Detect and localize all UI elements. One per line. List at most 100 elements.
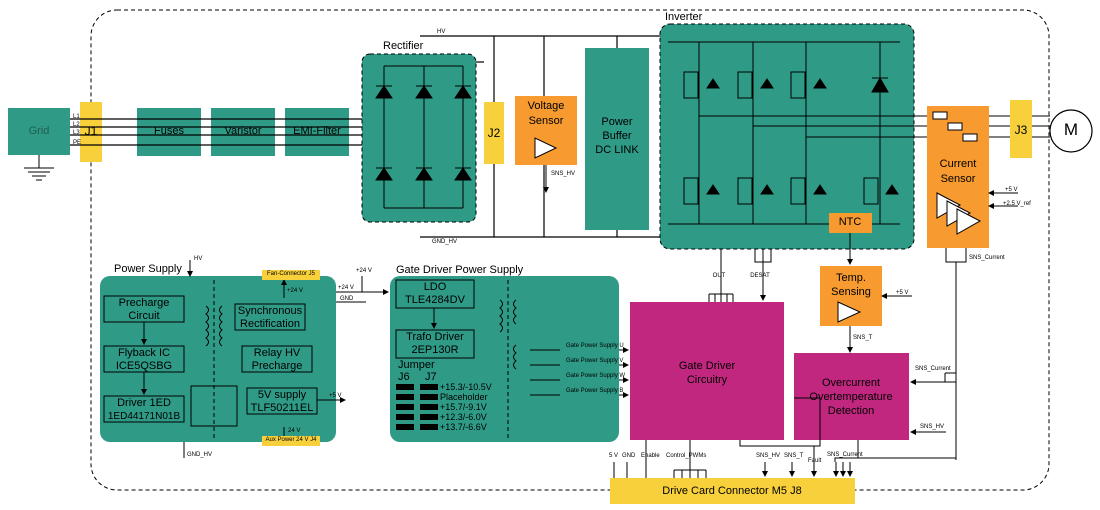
- precharge-line1: Precharge: [118, 297, 170, 309]
- drive-card-label: Drive Card Connector M5 J8: [662, 485, 802, 497]
- out-label: OUT: [712, 273, 726, 279]
- overcurrent-inputs: [910, 372, 956, 435]
- voltage-sensor-line1: Voltage: [527, 100, 565, 112]
- ps-hv-label: HV: [194, 256, 203, 262]
- power-supply-arrows: [183, 260, 389, 458]
- temp-sensing-line2: Sensing: [831, 286, 871, 298]
- voltage-sensor-amp: [534, 137, 558, 159]
- varistor-label: Varistor: [224, 125, 262, 137]
- current-sensor-shunts: [932, 111, 978, 142]
- aux-power-connector: [262, 436, 320, 446]
- grid-block: [8, 108, 70, 155]
- oc-sns-current-label: SNS_Current: [915, 366, 951, 372]
- power-supply-block: [100, 276, 336, 442]
- conn-gnd-label: GND: [622, 453, 636, 459]
- j1-label: J1: [84, 124, 98, 138]
- ntc-block: [829, 213, 872, 233]
- power-buffer-block: [585, 48, 649, 230]
- voltage-sensor-line2: Sensor: [528, 115, 564, 127]
- power-buffer-line1: Power: [601, 116, 633, 128]
- precharge-line2: Circuit: [128, 310, 160, 322]
- oc-sns-hv-label: SNS_HV: [920, 424, 945, 430]
- cs-ref-label: +2.5 V_ref: [1003, 201, 1031, 207]
- fan-24v-label: +24 V: [287, 288, 303, 294]
- emi-filter-label: EMI-Filter: [293, 125, 341, 137]
- j1-connector: [80, 102, 102, 162]
- ps-gnd-hv-label: GND_HV: [187, 452, 213, 458]
- fan-connector: [262, 270, 320, 280]
- five-v-line1: 5V supply: [257, 389, 307, 401]
- gps-v-label: Gate Power Supply V: [566, 358, 624, 364]
- enable-label: Enable: [641, 453, 660, 459]
- j2-label: J2: [487, 126, 501, 140]
- aux-power-label: Aux Power 24 V J4: [265, 437, 317, 443]
- fuses-label: Fuses: [154, 125, 184, 137]
- pe-label: PE: [73, 140, 82, 146]
- gate-driver-power-inner: [395, 279, 560, 440]
- trafo-line1: Trafo Driver: [406, 331, 464, 343]
- gate-driver-line2: Circuitry: [686, 374, 728, 386]
- cs-5v-label: +5 V: [1005, 187, 1018, 193]
- sync-rect-line2: Rectification: [240, 318, 300, 330]
- aux-24v-label: 24 V: [288, 428, 301, 434]
- temp-5v-label: +5 V: [896, 290, 909, 296]
- ps-out-gnd-label: GND: [340, 296, 354, 302]
- j6-label: J6: [398, 371, 410, 383]
- j7-label: J7: [425, 371, 437, 383]
- flyback-line1: Flyback IC: [118, 347, 170, 359]
- phase-lines: [70, 118, 362, 146]
- ps-5v-label: +5 V: [329, 393, 342, 399]
- jumper-setting-1: +15.3/-10.5V: [440, 382, 492, 392]
- inverter-switches: [668, 41, 930, 225]
- j3-label: J3: [1014, 123, 1028, 137]
- fault-label: Fault: [808, 458, 822, 464]
- l3-label: L3: [73, 130, 80, 136]
- ps-24v-top-label: +24 V: [356, 268, 372, 274]
- power-supply-title: Power Supply: [114, 263, 182, 275]
- jumper-pins: [396, 384, 438, 430]
- sync-rect-line1: Synchronous: [237, 305, 303, 317]
- fuses-block: [137, 108, 201, 156]
- voltage-sensor-block: [515, 96, 577, 165]
- control-pwms-label: Control_PWMs: [666, 453, 707, 459]
- ps-out-24v-label: +24 V: [338, 285, 354, 291]
- dc-bus: [420, 35, 660, 238]
- five-v-line2: TLF50211EL: [250, 402, 314, 414]
- j2-connector: [484, 102, 504, 164]
- emi-filter-block: [285, 108, 349, 156]
- gps-b-label: Gate Power Supply B: [566, 388, 624, 394]
- l1-label: L1: [73, 114, 80, 120]
- rectifier-block: [361, 53, 477, 223]
- gate-driver-block: [630, 302, 784, 440]
- jumper-setting-2: Placeholder: [440, 392, 488, 402]
- rectifier-diodes: [375, 65, 472, 209]
- sns-current-label: SNS_Current: [969, 255, 1005, 261]
- overcurrent-line3: Detection: [827, 405, 875, 417]
- conn-sns-current-label: SNS_Current: [827, 452, 863, 458]
- overcurrent-block: [794, 353, 909, 440]
- ground-symbol: [24, 155, 54, 181]
- conn-sns-t-label: SNS_T: [784, 453, 804, 459]
- jumper-setting-5: +13.7/-6.6V: [440, 422, 487, 432]
- ldo-line1: LDO: [423, 281, 447, 293]
- flyback-line2: ICE5QSBG: [115, 360, 173, 372]
- conn-sns-hv-label: SNS_HV: [756, 453, 781, 459]
- motor-label: M: [1063, 120, 1079, 139]
- temp-sensing-amp: [837, 301, 862, 323]
- current-sensor-amps: [936, 192, 982, 235]
- sns-hv-label: SNS_HV: [551, 171, 576, 177]
- relay-line2: Precharge: [251, 360, 303, 372]
- conn-5v-label: 5 V: [609, 453, 619, 459]
- sns-t-label: SNS_T: [853, 335, 873, 341]
- jumper-setting-3: +15.7/-9.1V: [440, 402, 487, 412]
- connector-wires: [613, 440, 957, 478]
- fan-connector-label: Fan-Connector J5: [266, 271, 316, 277]
- overcurrent-line2: Overtemperature: [809, 391, 893, 403]
- trafo-line2: 2EP130R: [411, 344, 459, 356]
- grid-label: Grid: [28, 125, 50, 137]
- current-sensor-line2: Sensor: [940, 173, 976, 185]
- transformer-coils: [205, 299, 517, 370]
- gate-driver-power-block: [390, 276, 619, 442]
- j3-connector: [1010, 100, 1032, 158]
